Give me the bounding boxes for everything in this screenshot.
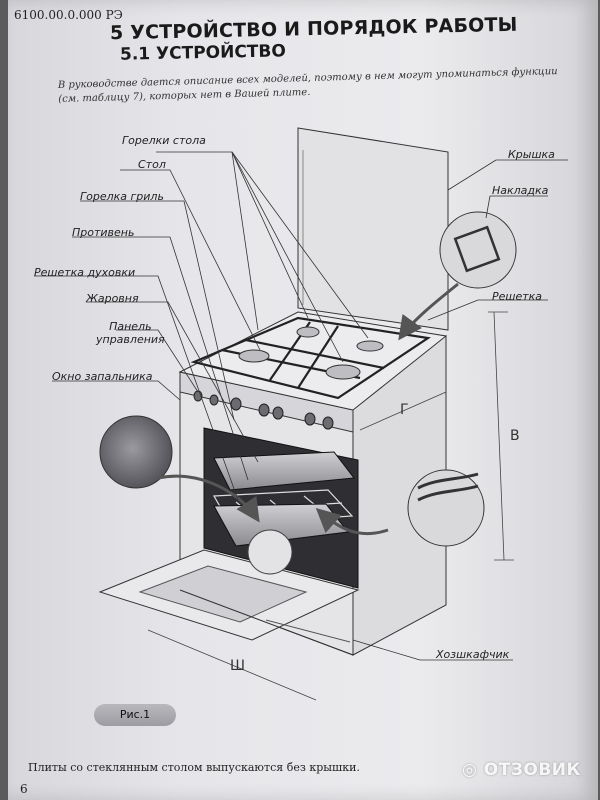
label-grill-burner: Горелка гриль xyxy=(80,190,164,203)
dimension-height: В xyxy=(510,428,520,444)
dimension-lines xyxy=(147,311,514,701)
stove-diagram xyxy=(34,127,568,701)
label-ignition-window: Окно запальника xyxy=(52,370,153,383)
burners xyxy=(238,326,384,380)
page-number: 6 xyxy=(20,782,28,796)
figure-caption: Рис.1 xyxy=(94,704,176,726)
label-roasting-pan: Жаровня xyxy=(86,292,139,305)
lid xyxy=(297,127,449,331)
label-baking-tray: Противень xyxy=(72,226,135,239)
label-burners: Горелки стола xyxy=(122,134,206,147)
label-lid: Крышка xyxy=(508,148,555,161)
dimension-width: Ш xyxy=(230,658,245,674)
cover-zoom xyxy=(439,211,517,289)
roasting-pan xyxy=(213,451,355,491)
leader-lines xyxy=(34,151,568,661)
label-storage: Хозшкафчик xyxy=(436,648,510,661)
label-table: Стол xyxy=(138,158,166,171)
footnote: Плиты со стеклянным столом выпускаются б… xyxy=(28,761,360,774)
label-oven-rack: Решетка духовки xyxy=(34,266,136,279)
dimension-depth: Г xyxy=(400,402,409,418)
label-control-panel: Панель управления xyxy=(96,320,165,346)
label-cover: Накладка xyxy=(492,184,549,197)
document-number: 6100.00.0.000 РЭ xyxy=(14,8,123,22)
manual-page: 6100.00.0.000 РЭ 5 УСТРОЙСТВО И ПОРЯДОК … xyxy=(8,0,598,800)
grate-zoom xyxy=(407,469,485,547)
control-knobs xyxy=(193,390,334,430)
ignition-window-zoom xyxy=(99,415,173,489)
watermark-logo-icon: ◎ xyxy=(462,760,478,780)
oven-door-glass xyxy=(138,565,308,623)
watermark: ◎ ОТЗОВИК xyxy=(462,760,581,780)
label-grate: Решетка xyxy=(492,290,543,303)
cooktop xyxy=(178,311,448,411)
